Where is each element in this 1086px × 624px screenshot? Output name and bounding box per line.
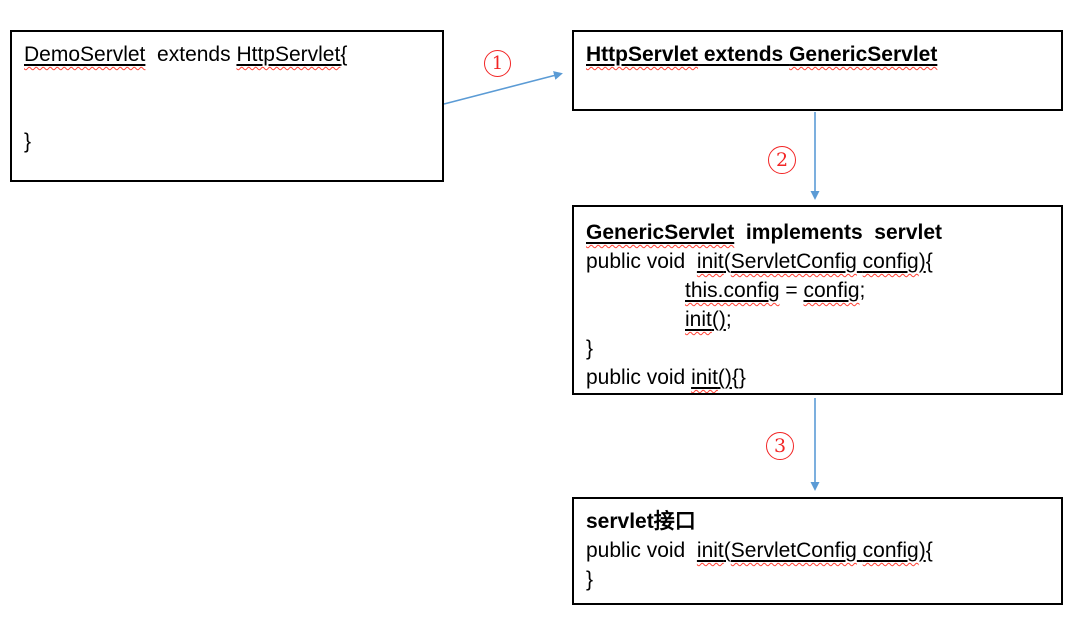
code-segment: ): [918, 539, 926, 562]
code-line: public void init(ServletConfig config){: [586, 536, 1049, 565]
step-3-number: 3: [773, 435, 787, 457]
underlined-segment: ServletConfig: [731, 539, 857, 562]
code-segment: {: [925, 539, 933, 562]
underlined-segment: extends: [698, 43, 789, 66]
underlined-segment: (: [724, 539, 731, 562]
underlined-segment: init: [697, 539, 724, 562]
underlined-segment: config: [863, 250, 919, 273]
underlined-segment: ServletConfig: [731, 250, 857, 273]
underlined-segment: config: [804, 279, 860, 302]
code-line: public void init(ServletConfig config){: [586, 247, 1049, 276]
code-segment: }: [24, 130, 32, 153]
servlet-interface-box: servlet接口 public void init(ServletConfig …: [572, 497, 1063, 605]
code-segment: (: [723, 539, 731, 562]
code-segment: }: [586, 337, 594, 360]
arrow-demo-to-httpservlet: [443, 71, 563, 105]
underlined-segment: DemoServlet: [24, 43, 145, 66]
code-segment: HttpServlet: [586, 43, 699, 66]
code-segment: implements servlet: [734, 221, 943, 244]
step-2-number: 2: [775, 149, 789, 171]
code-segment: =: [779, 279, 804, 302]
code-segment: DemoServlet: [24, 43, 146, 66]
code-line: public void init(){}: [586, 363, 1049, 392]
code-segment: config: [803, 279, 860, 302]
code-segment: public void: [586, 366, 692, 389]
code-segment: public void: [586, 539, 697, 562]
http-servlet-box: HttpServlet extends GenericServlet: [572, 30, 1063, 111]
code-segment: init: [685, 308, 712, 331]
code-segment: ): [918, 250, 926, 273]
step-1-number: 1: [491, 53, 504, 74]
code-segment: {: [340, 43, 348, 66]
code-segment: {}: [731, 366, 746, 389]
code-line: }: [586, 334, 1049, 363]
code-segment: ;: [725, 308, 732, 331]
code-segment: ServletConfig: [730, 250, 857, 273]
underlined-segment: GenericServlet: [789, 43, 937, 66]
code-segment: init: [691, 366, 718, 389]
code-segment: (): [711, 308, 726, 331]
underlined-segment: GenericServlet: [586, 221, 734, 244]
code-segment: config: [862, 250, 919, 273]
code-line: DemoServlet extends HttpServlet{: [24, 40, 430, 69]
code-segment: servlet接口: [586, 510, 696, 533]
code-segment: ;: [859, 279, 866, 302]
step-1-badge: 1: [484, 50, 511, 77]
code-segment: extends: [698, 43, 790, 66]
underlined-segment: init: [691, 366, 718, 389]
underlined-segment: (): [718, 366, 732, 389]
underlined-segment: ): [919, 539, 926, 562]
code-segment: init: [696, 539, 724, 562]
demo-servlet-box: DemoServlet extends HttpServlet{}: [10, 30, 444, 182]
code-segment: GenericServlet: [789, 43, 938, 66]
code-segment: this.config: [685, 279, 780, 302]
step-2-badge: 2: [768, 146, 796, 174]
underlined-segment: (: [724, 250, 731, 273]
code-segment: config: [862, 539, 919, 562]
code-line: [24, 98, 430, 127]
code-line: }: [586, 565, 1049, 594]
code-segment: (: [723, 250, 731, 273]
underlined-segment: init: [697, 250, 724, 273]
code-line: }: [24, 127, 430, 156]
underlined-segment: {: [340, 43, 347, 66]
underlined-segment: this.config: [685, 279, 780, 302]
underlined-segment: HttpServlet: [586, 43, 698, 66]
code-segment: }: [586, 568, 594, 591]
code-line: HttpServlet extends GenericServlet: [586, 40, 1049, 69]
code-line: init();: [586, 305, 1049, 334]
underlined-segment: config: [863, 539, 919, 562]
code-line: GenericServlet implements servlet: [586, 218, 1049, 247]
underlined-segment: (): [712, 308, 726, 331]
underlined-segment: init: [685, 308, 712, 331]
code-segment: GenericServlet: [586, 221, 735, 244]
code-segment: HttpServlet: [236, 43, 341, 66]
code-segment: {: [925, 250, 933, 273]
code-line: this.config = config;: [586, 276, 1049, 305]
code-segment: (): [717, 366, 732, 389]
underlined-segment: ): [919, 250, 926, 273]
code-segment: init: [696, 250, 724, 273]
code-segment: extends: [145, 43, 237, 66]
code-line: [24, 69, 430, 98]
code-line: servlet接口: [586, 507, 1049, 536]
step-3-badge: 3: [766, 432, 794, 460]
code-segment: ServletConfig: [730, 539, 857, 562]
code-segment: public void: [586, 250, 697, 273]
underlined-segment: HttpServlet: [236, 43, 340, 66]
